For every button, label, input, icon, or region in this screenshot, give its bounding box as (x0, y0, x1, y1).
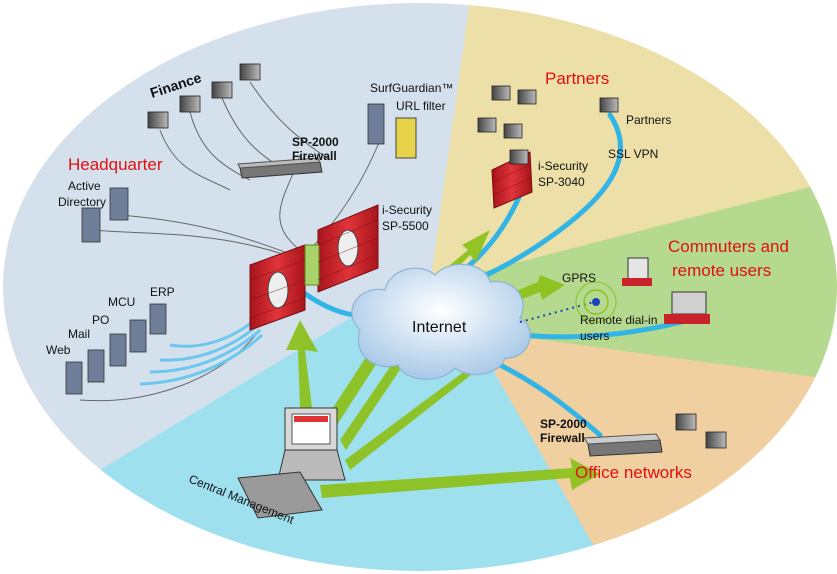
label-surfguardian-2: URL filter (396, 99, 446, 113)
label-headquarter: Headquarter (68, 155, 163, 174)
link-office (497, 362, 603, 438)
label-sp2000-hq-1: SP-2000 (292, 135, 339, 149)
url-filter-device (395, 117, 417, 159)
remote-devices (519, 257, 710, 324)
finance-pcs (147, 63, 261, 129)
label-mcu: MCU (108, 295, 135, 309)
label-commuters-1: Commuters and (668, 237, 789, 256)
label-ssl-vpn: SSL VPN (608, 147, 658, 161)
label-commuters-2: remote users (672, 261, 771, 280)
label-surfguardian-1: SurfGuardian™ (370, 81, 453, 95)
sp2000-office-appliance (583, 433, 663, 457)
arrow-to-remote (345, 345, 505, 470)
link-remote (517, 317, 693, 340)
label-office-networks: Office networks (575, 463, 692, 482)
arrow-to-office (320, 458, 600, 498)
label-po: PO (92, 313, 109, 327)
label-sp2000-hq-2: Firewall (292, 149, 337, 163)
servers (65, 103, 385, 395)
office-pcs (675, 413, 727, 449)
label-isec5500-2: SP-5500 (382, 219, 429, 233)
label-internet: Internet (412, 319, 467, 336)
label-partners: Partners (545, 69, 609, 88)
label-erp: ERP (150, 285, 175, 299)
label-mail: Mail (68, 327, 90, 341)
central-management-pc (237, 407, 346, 519)
label-remote-dialin-1: Remote dial-in (580, 313, 657, 327)
label-sp2000-office-2: Firewall (540, 431, 585, 445)
label-partners-pc: Partners (626, 113, 671, 127)
label-remote-dialin-2: users (580, 329, 609, 343)
label-active-directory-2: Directory (58, 195, 106, 209)
label-sp2000-office-1: SP-2000 (540, 417, 587, 431)
label-web: Web (46, 343, 71, 357)
internet-cloud (351, 263, 531, 380)
label-isec5500-1: i-Security (382, 203, 432, 217)
isecurity-sp5500 (249, 204, 379, 331)
partner-pcs (477, 85, 619, 165)
label-isec3040-1: i-Security (538, 159, 588, 173)
label-active-directory-1: Active (68, 179, 101, 193)
arrow-to-hq-fw (286, 320, 318, 408)
sp2000-hq-appliance (237, 157, 323, 179)
label-gprs: GPRS (562, 271, 596, 285)
label-isec3040-2: SP-3040 (538, 175, 585, 189)
